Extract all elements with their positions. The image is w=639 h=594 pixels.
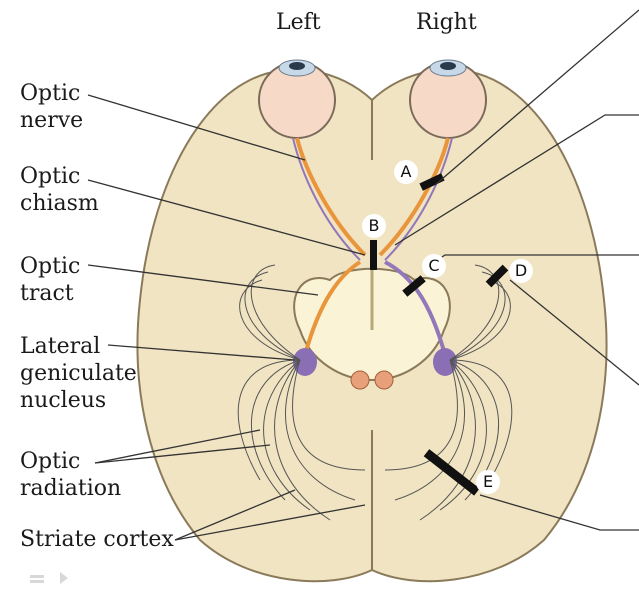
toolbar-icons	[30, 572, 68, 584]
lesion-bar-a	[419, 173, 445, 191]
lgn-right	[433, 348, 457, 376]
optic-radiation-left	[237, 264, 366, 521]
right-eye	[409, 59, 487, 139]
lesion-bar-b	[370, 240, 377, 270]
optic-tract-left	[303, 260, 362, 356]
optic-nerve-left	[295, 137, 367, 257]
header-left: Left	[276, 10, 321, 35]
lesion-marker-e: E	[476, 470, 500, 494]
lesion-bar-d	[485, 264, 509, 288]
mammillary-body-right	[374, 370, 394, 390]
lesion-marker-b: B	[362, 214, 386, 238]
leader-lines	[87, 9, 639, 541]
optic-nerve-right-2	[384, 137, 453, 261]
lesion-marker-c: C	[422, 254, 446, 278]
mammillary-body-left	[350, 370, 370, 390]
lesion-marker-d: D	[509, 259, 533, 283]
header-right: Right	[416, 10, 477, 35]
lesion-marker-a: A	[394, 160, 418, 184]
optic-nerve-left-2	[292, 137, 361, 261]
lesion-bar-e	[423, 449, 480, 496]
label-striate-cortex: Striate cortex	[20, 527, 174, 552]
left-eye	[258, 59, 336, 139]
optic-radiation-right	[384, 264, 513, 521]
lgn-left	[293, 348, 317, 376]
optic-tract-right	[384, 260, 447, 356]
optic-nerve-right	[378, 137, 450, 257]
lesion-bar-c	[402, 275, 426, 297]
